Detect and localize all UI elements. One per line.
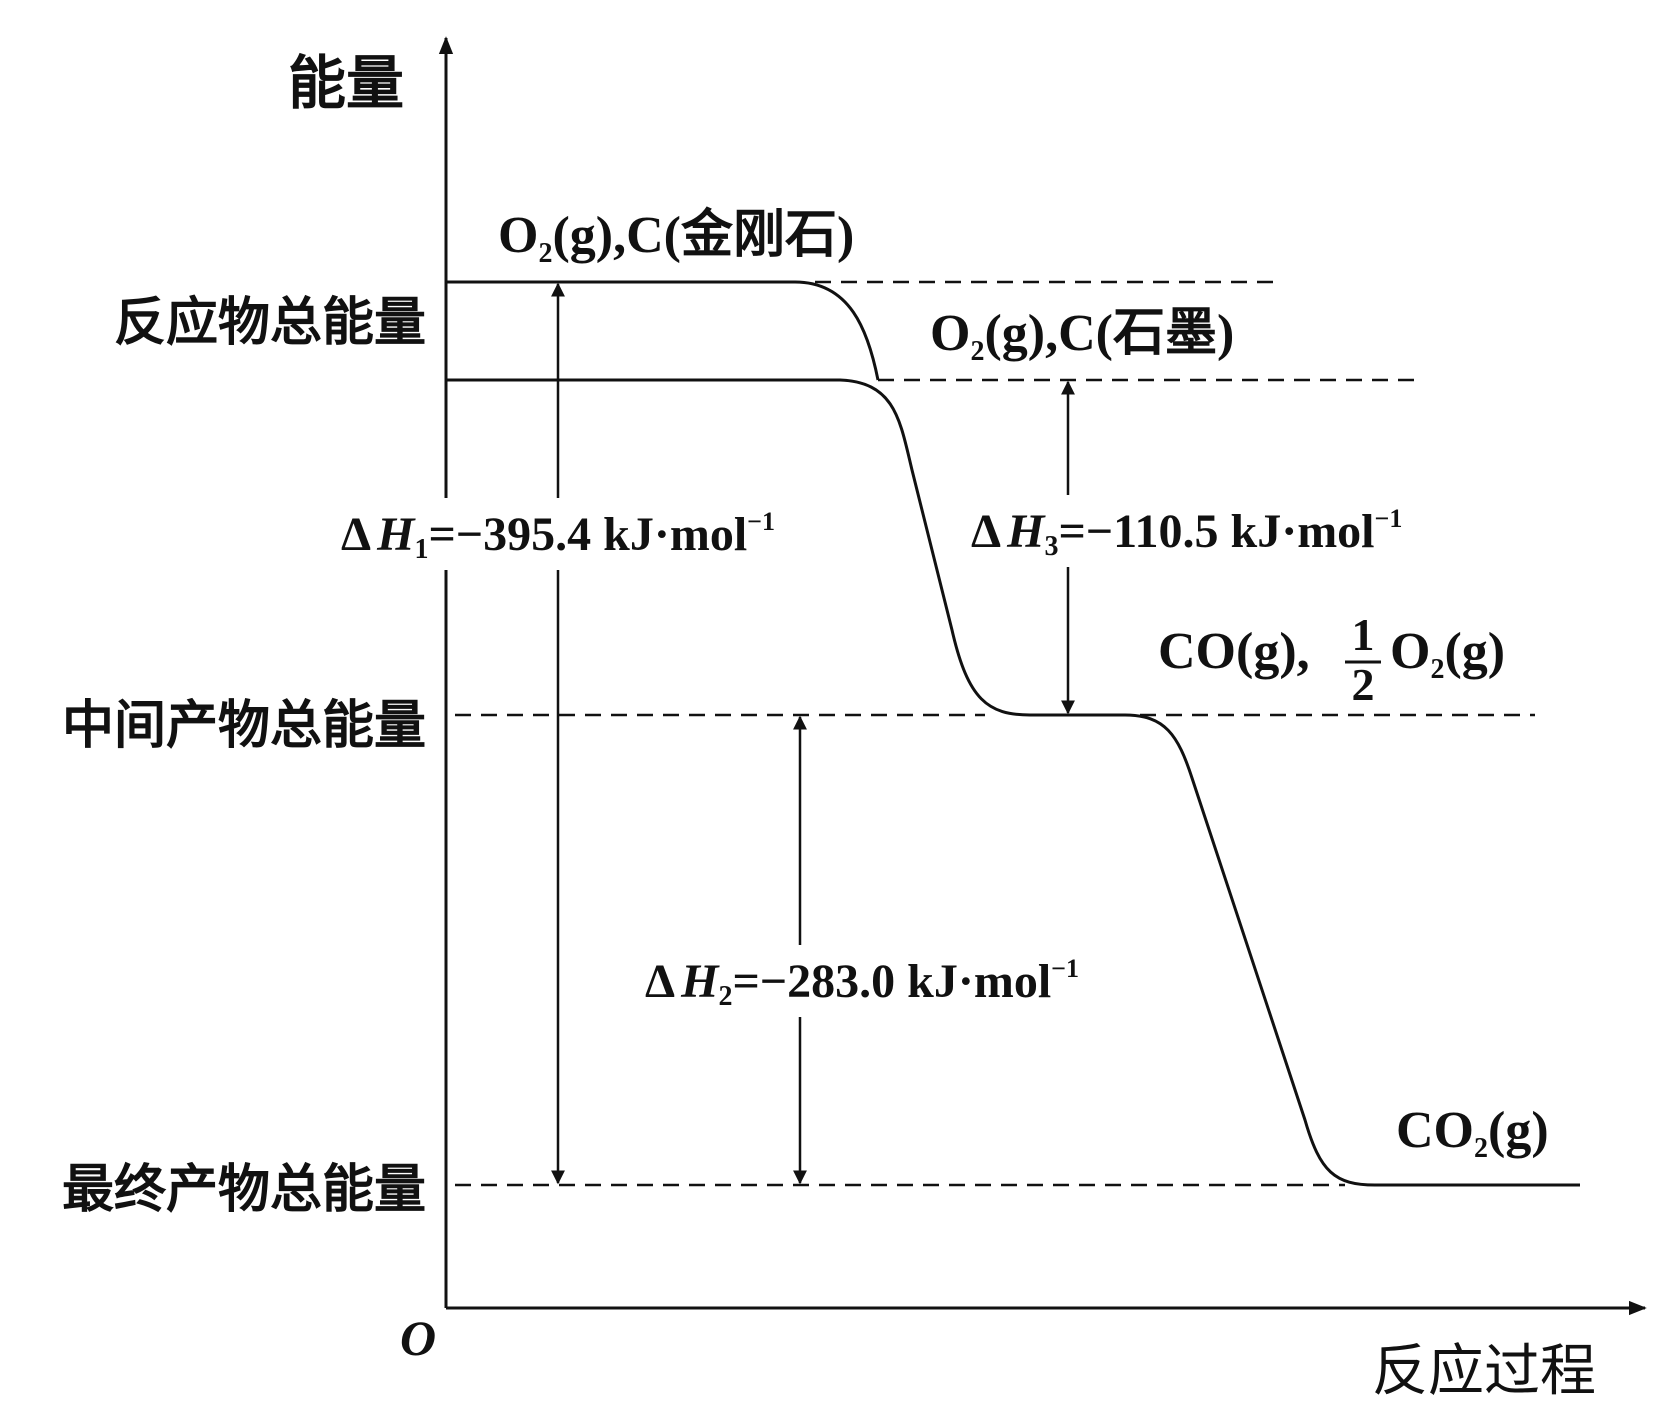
dh3-label-bg <box>966 495 1506 567</box>
half-fraction-denominator: 2 <box>1352 659 1375 710</box>
intermediate-total-label: 中间产物总能量 <box>62 696 426 756</box>
diamond-energy-curve <box>446 280 880 381</box>
dh2-label-bg <box>640 945 1180 1017</box>
diamond-species-label: O2(g),C(金刚石) <box>498 206 854 269</box>
x-axis-label: 反应过程 <box>1372 1339 1596 1404</box>
half-fraction-numerator: 1 <box>1352 609 1375 660</box>
intermediate-species-co: CO(g), <box>1158 623 1310 680</box>
final-total-label: 最终产物总能量 <box>62 1160 426 1220</box>
graphite-species-label: O2(g),C(石墨) <box>930 305 1234 367</box>
y-axis-label: 能量 <box>288 49 404 117</box>
reactant-total-label: 反应物总能量 <box>114 293 426 353</box>
origin-label: O <box>400 1310 436 1366</box>
intermediate-species-o2: O2(g) <box>1390 623 1505 685</box>
dh1-label-bg <box>336 498 876 570</box>
final-species-label: CO2(g) <box>1396 1102 1549 1164</box>
graphite-energy-curve <box>446 378 1580 1187</box>
